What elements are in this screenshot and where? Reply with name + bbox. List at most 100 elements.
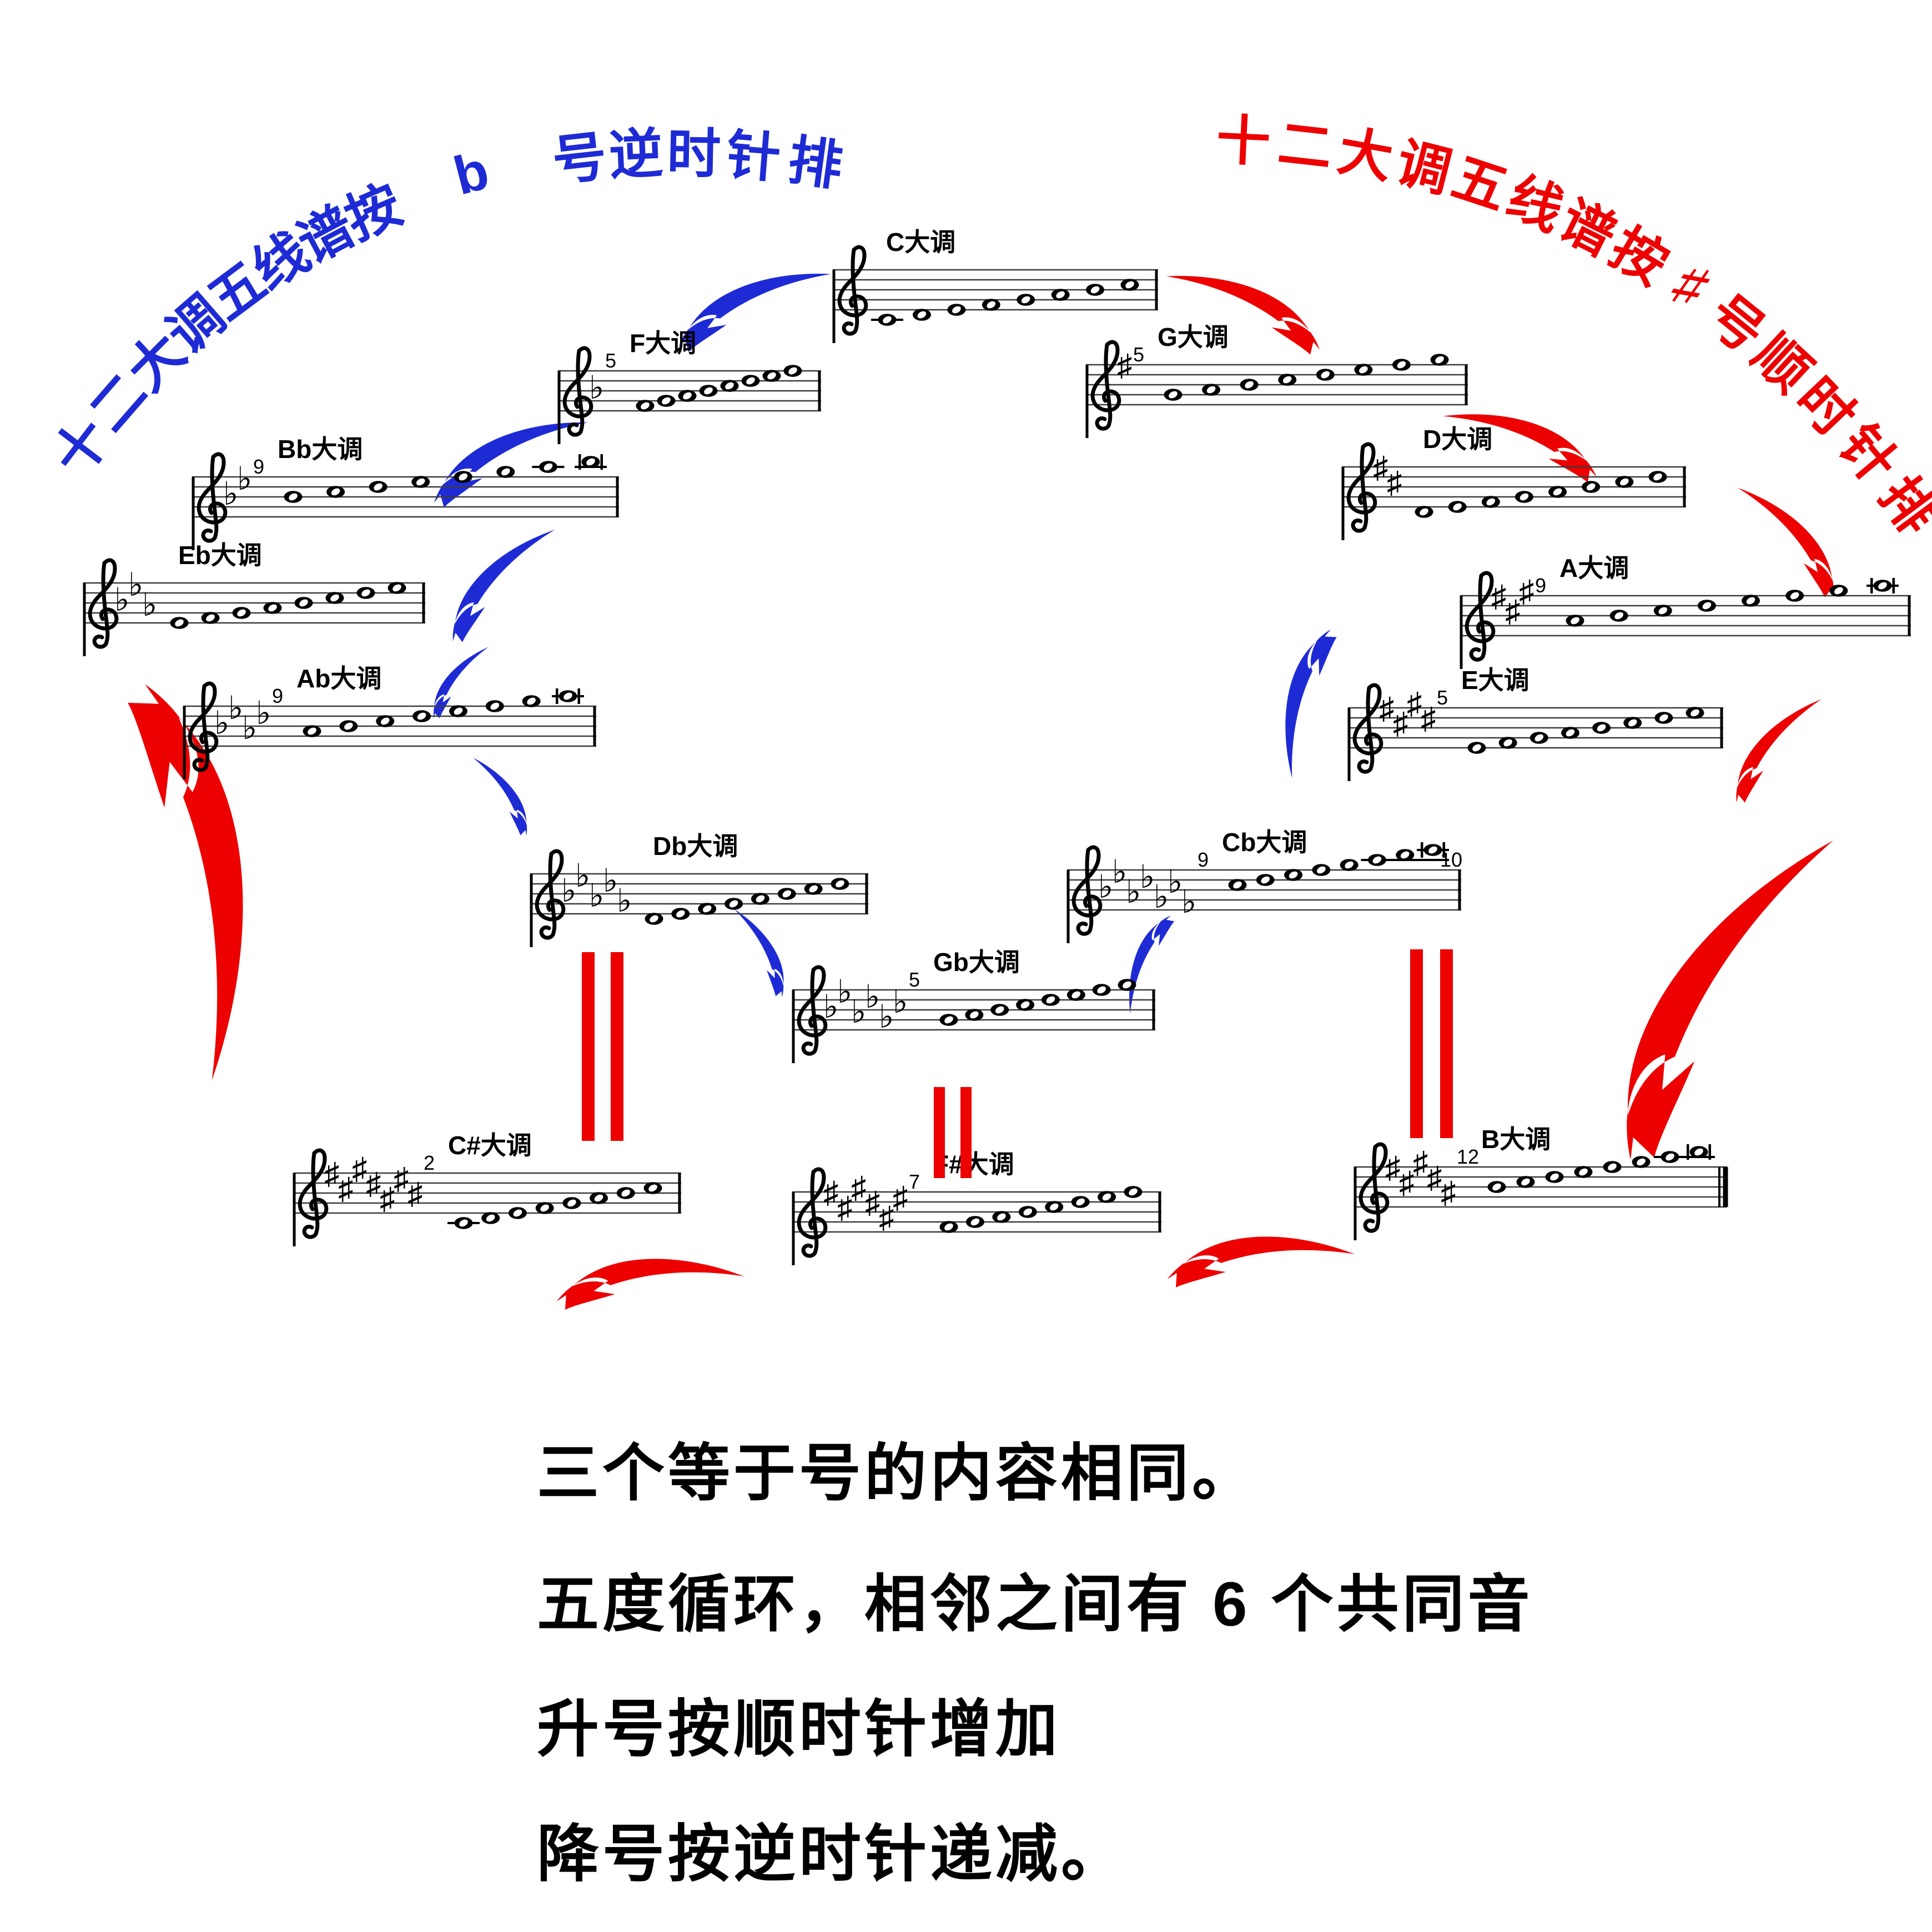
double-whole-note: [1421, 842, 1445, 858]
whole-note: [1340, 859, 1359, 871]
flat-icon: ♭: [142, 587, 157, 623]
whole-note: [1228, 879, 1247, 891]
whole-note: [947, 304, 966, 316]
staff-title: Gb大调: [933, 948, 1020, 977]
whole-note: [1548, 486, 1567, 498]
whole-note: [303, 725, 321, 737]
whole-note: [1609, 610, 1628, 622]
sharp-icon: ♯: [407, 1177, 422, 1210]
whole-note: [1051, 289, 1070, 301]
whole-note: [1086, 284, 1105, 296]
whole-note: [170, 617, 189, 629]
whole-note: [1742, 595, 1760, 607]
flat-icon: ♭: [617, 883, 632, 919]
whole-note: [263, 602, 282, 614]
whole-note: [1354, 364, 1373, 376]
whole-note: [1041, 994, 1060, 1006]
whole-note: [590, 1192, 608, 1204]
flat-icon: ♭: [837, 974, 852, 1010]
sharp-icon: ♯: [324, 1157, 339, 1190]
whole-note: [1016, 999, 1035, 1011]
double-whole-note: [1870, 578, 1895, 593]
measure-number: 5: [1437, 686, 1448, 709]
whole-note: [912, 309, 931, 321]
whole-note: [454, 471, 472, 483]
flat-icon: ♭: [1181, 884, 1196, 920]
whole-note: [1686, 707, 1704, 719]
staff-title: B大调: [1481, 1125, 1551, 1154]
whole-note: [699, 385, 718, 397]
whole-note: [284, 491, 303, 503]
whole-note: [1396, 849, 1415, 861]
whole-note: [698, 903, 717, 915]
whole-note: [1098, 1191, 1116, 1203]
flat-icon: ♭: [589, 370, 604, 406]
whole-note: [1430, 354, 1449, 366]
whole-note: [201, 612, 220, 624]
sharp-icon: ♯: [1387, 466, 1402, 499]
flat-icon: ♭: [879, 999, 894, 1035]
whole-note: [485, 700, 504, 712]
whole-note: [1312, 864, 1331, 876]
whole-note: [671, 908, 690, 920]
staff-title: F大调: [630, 329, 696, 358]
whole-note: [1367, 854, 1386, 866]
flat-icon: ♭: [223, 476, 238, 512]
sharp-icon: ♯: [1441, 1176, 1456, 1209]
whole-note: [1118, 979, 1136, 991]
measure-number: 7: [909, 1170, 920, 1193]
sharp-icon: ♯: [380, 1182, 395, 1215]
flat-icon: ♭: [242, 710, 257, 746]
whole-note: [326, 486, 345, 498]
footer-line-2: 五度循环，相邻之间有 6 个共同音: [537, 1569, 1533, 1639]
sharp-icon: ♯: [1413, 1146, 1428, 1179]
whole-note: [232, 607, 251, 619]
whole-note: [539, 461, 557, 473]
whole-note: [1467, 742, 1486, 754]
sharp-icon: ♯: [865, 1186, 880, 1219]
staff-db: ♭♭♭♭♭Db大调: [530, 832, 868, 947]
flat-icon: ♭: [256, 695, 271, 731]
measure-number: 9: [1535, 574, 1546, 597]
whole-note: [1164, 389, 1183, 401]
whole-note: [992, 1211, 1011, 1223]
sharp-icon: ♯: [352, 1152, 367, 1185]
whole-note: [831, 878, 849, 890]
whole-note: [294, 597, 313, 609]
flat-icon: ♭: [865, 979, 880, 1015]
flat-icon: ♭: [237, 461, 252, 497]
whole-note: [939, 1221, 958, 1233]
whole-note: [562, 1197, 581, 1209]
flat-icon: ♭: [214, 705, 229, 741]
equals-gb-fsharp: [934, 1087, 945, 1178]
whole-note: [496, 466, 515, 478]
whole-note: [522, 695, 541, 707]
whole-note: [1498, 737, 1517, 749]
whole-note: [411, 476, 430, 488]
whole-note: [369, 481, 388, 493]
sharp-icon: ♯: [851, 1171, 866, 1204]
staff-title: F#大调: [933, 1150, 1014, 1179]
whole-note: [1615, 476, 1634, 488]
whole-note: [481, 1212, 500, 1224]
sharp-icon: ♯: [893, 1181, 908, 1214]
whole-note: [1545, 1171, 1564, 1183]
staff-title: C大调: [886, 228, 955, 256]
whole-note: [1561, 727, 1579, 739]
measure-number: 5: [1133, 343, 1144, 366]
whole-note: [376, 715, 395, 727]
staff-csharp: ♯♯♯♯♯♯♯2C#大调: [293, 1131, 681, 1246]
flat-icon: ♭: [823, 989, 838, 1025]
sharp-icon: ♯: [1421, 702, 1436, 735]
whole-note: [1120, 279, 1139, 291]
whole-note: [1448, 501, 1467, 513]
footer-line-3: 升号按顺时针增加: [537, 1694, 1061, 1764]
whole-note: [965, 1009, 984, 1021]
equals-db-csharp: [582, 952, 595, 1141]
staff-title: Cb大调: [1222, 828, 1307, 857]
whole-note: [1648, 471, 1667, 483]
whole-note: [965, 1216, 984, 1228]
whole-note: [678, 390, 697, 402]
